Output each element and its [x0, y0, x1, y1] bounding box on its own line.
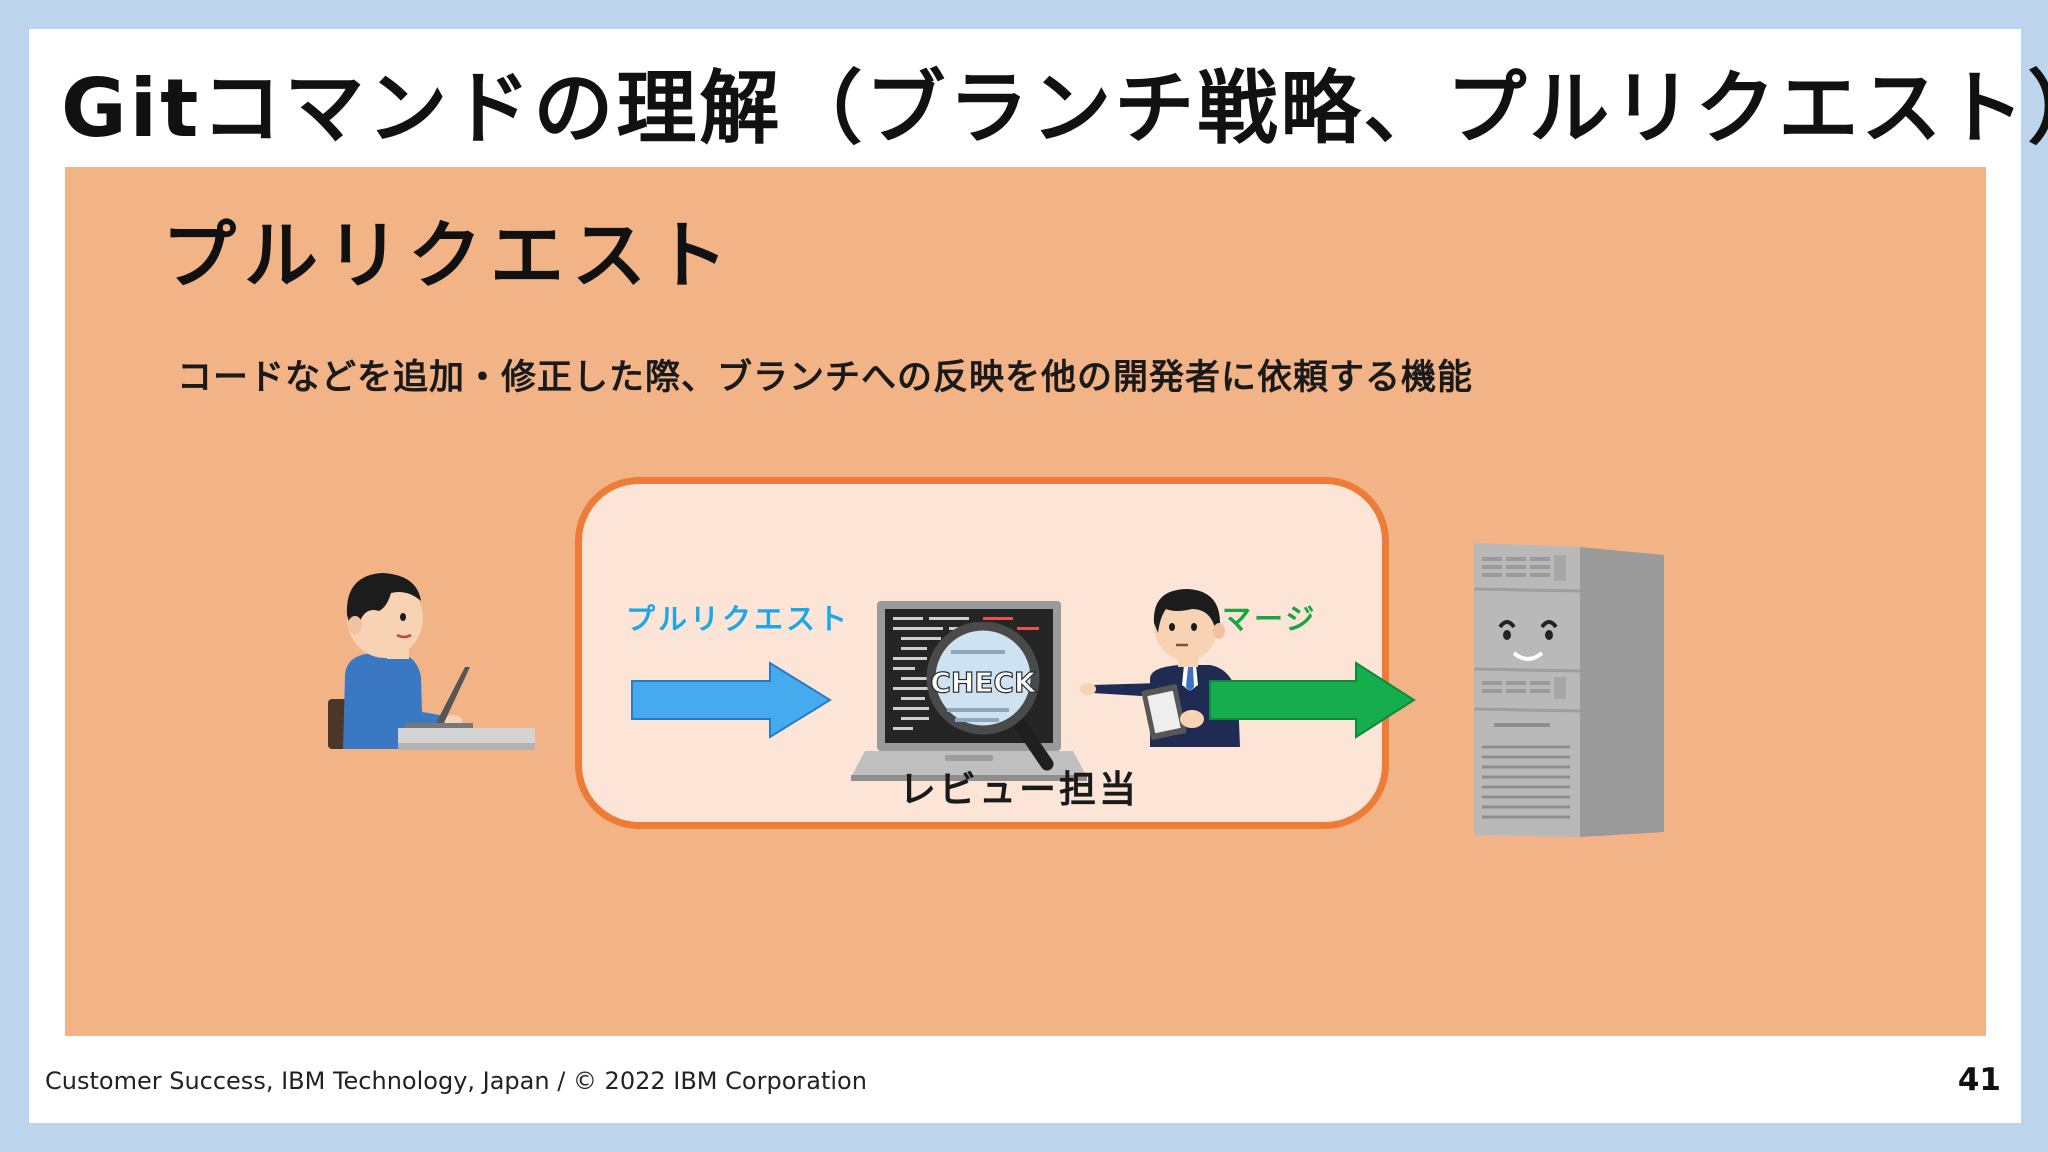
reviewer-label: レビュー担当 [899, 768, 1139, 811]
section-heading: プルリクエスト [162, 213, 736, 299]
footer-credit: Customer Success, IBM Technology, Japan … [45, 1067, 867, 1095]
slide-title: Gitコマンドの理解（ブランチ戦略、プルリクエスト） [61, 62, 2048, 155]
reviewer-person-illustration [1080, 589, 1240, 747]
merge-label: マージ [1222, 602, 1318, 636]
check-text: CHECK [930, 666, 1037, 699]
page-number: 41 [1957, 1062, 2001, 1098]
pull-request-label: プルリクエスト [626, 602, 851, 636]
developer-at-laptop-illustration [328, 573, 535, 750]
magnifier-icon: CHECK [926, 622, 1054, 771]
slide: Gitコマンドの理解（ブランチ戦略、プルリクエスト） プルリクエスト コードなど… [29, 29, 2048, 1123]
description-text: コードなどを追加・修正した際、ブランチへの反映を他の開発者に依頼する機能 [177, 358, 1474, 398]
merge-arrow-icon [1209, 661, 1416, 739]
content-panel: プルリクエスト コードなどを追加・修正した際、ブランチへの反映を他の開発者に依頼… [65, 167, 1986, 1036]
pull-request-arrow-icon [631, 661, 832, 739]
server-tower-illustration [1473, 543, 1664, 837]
